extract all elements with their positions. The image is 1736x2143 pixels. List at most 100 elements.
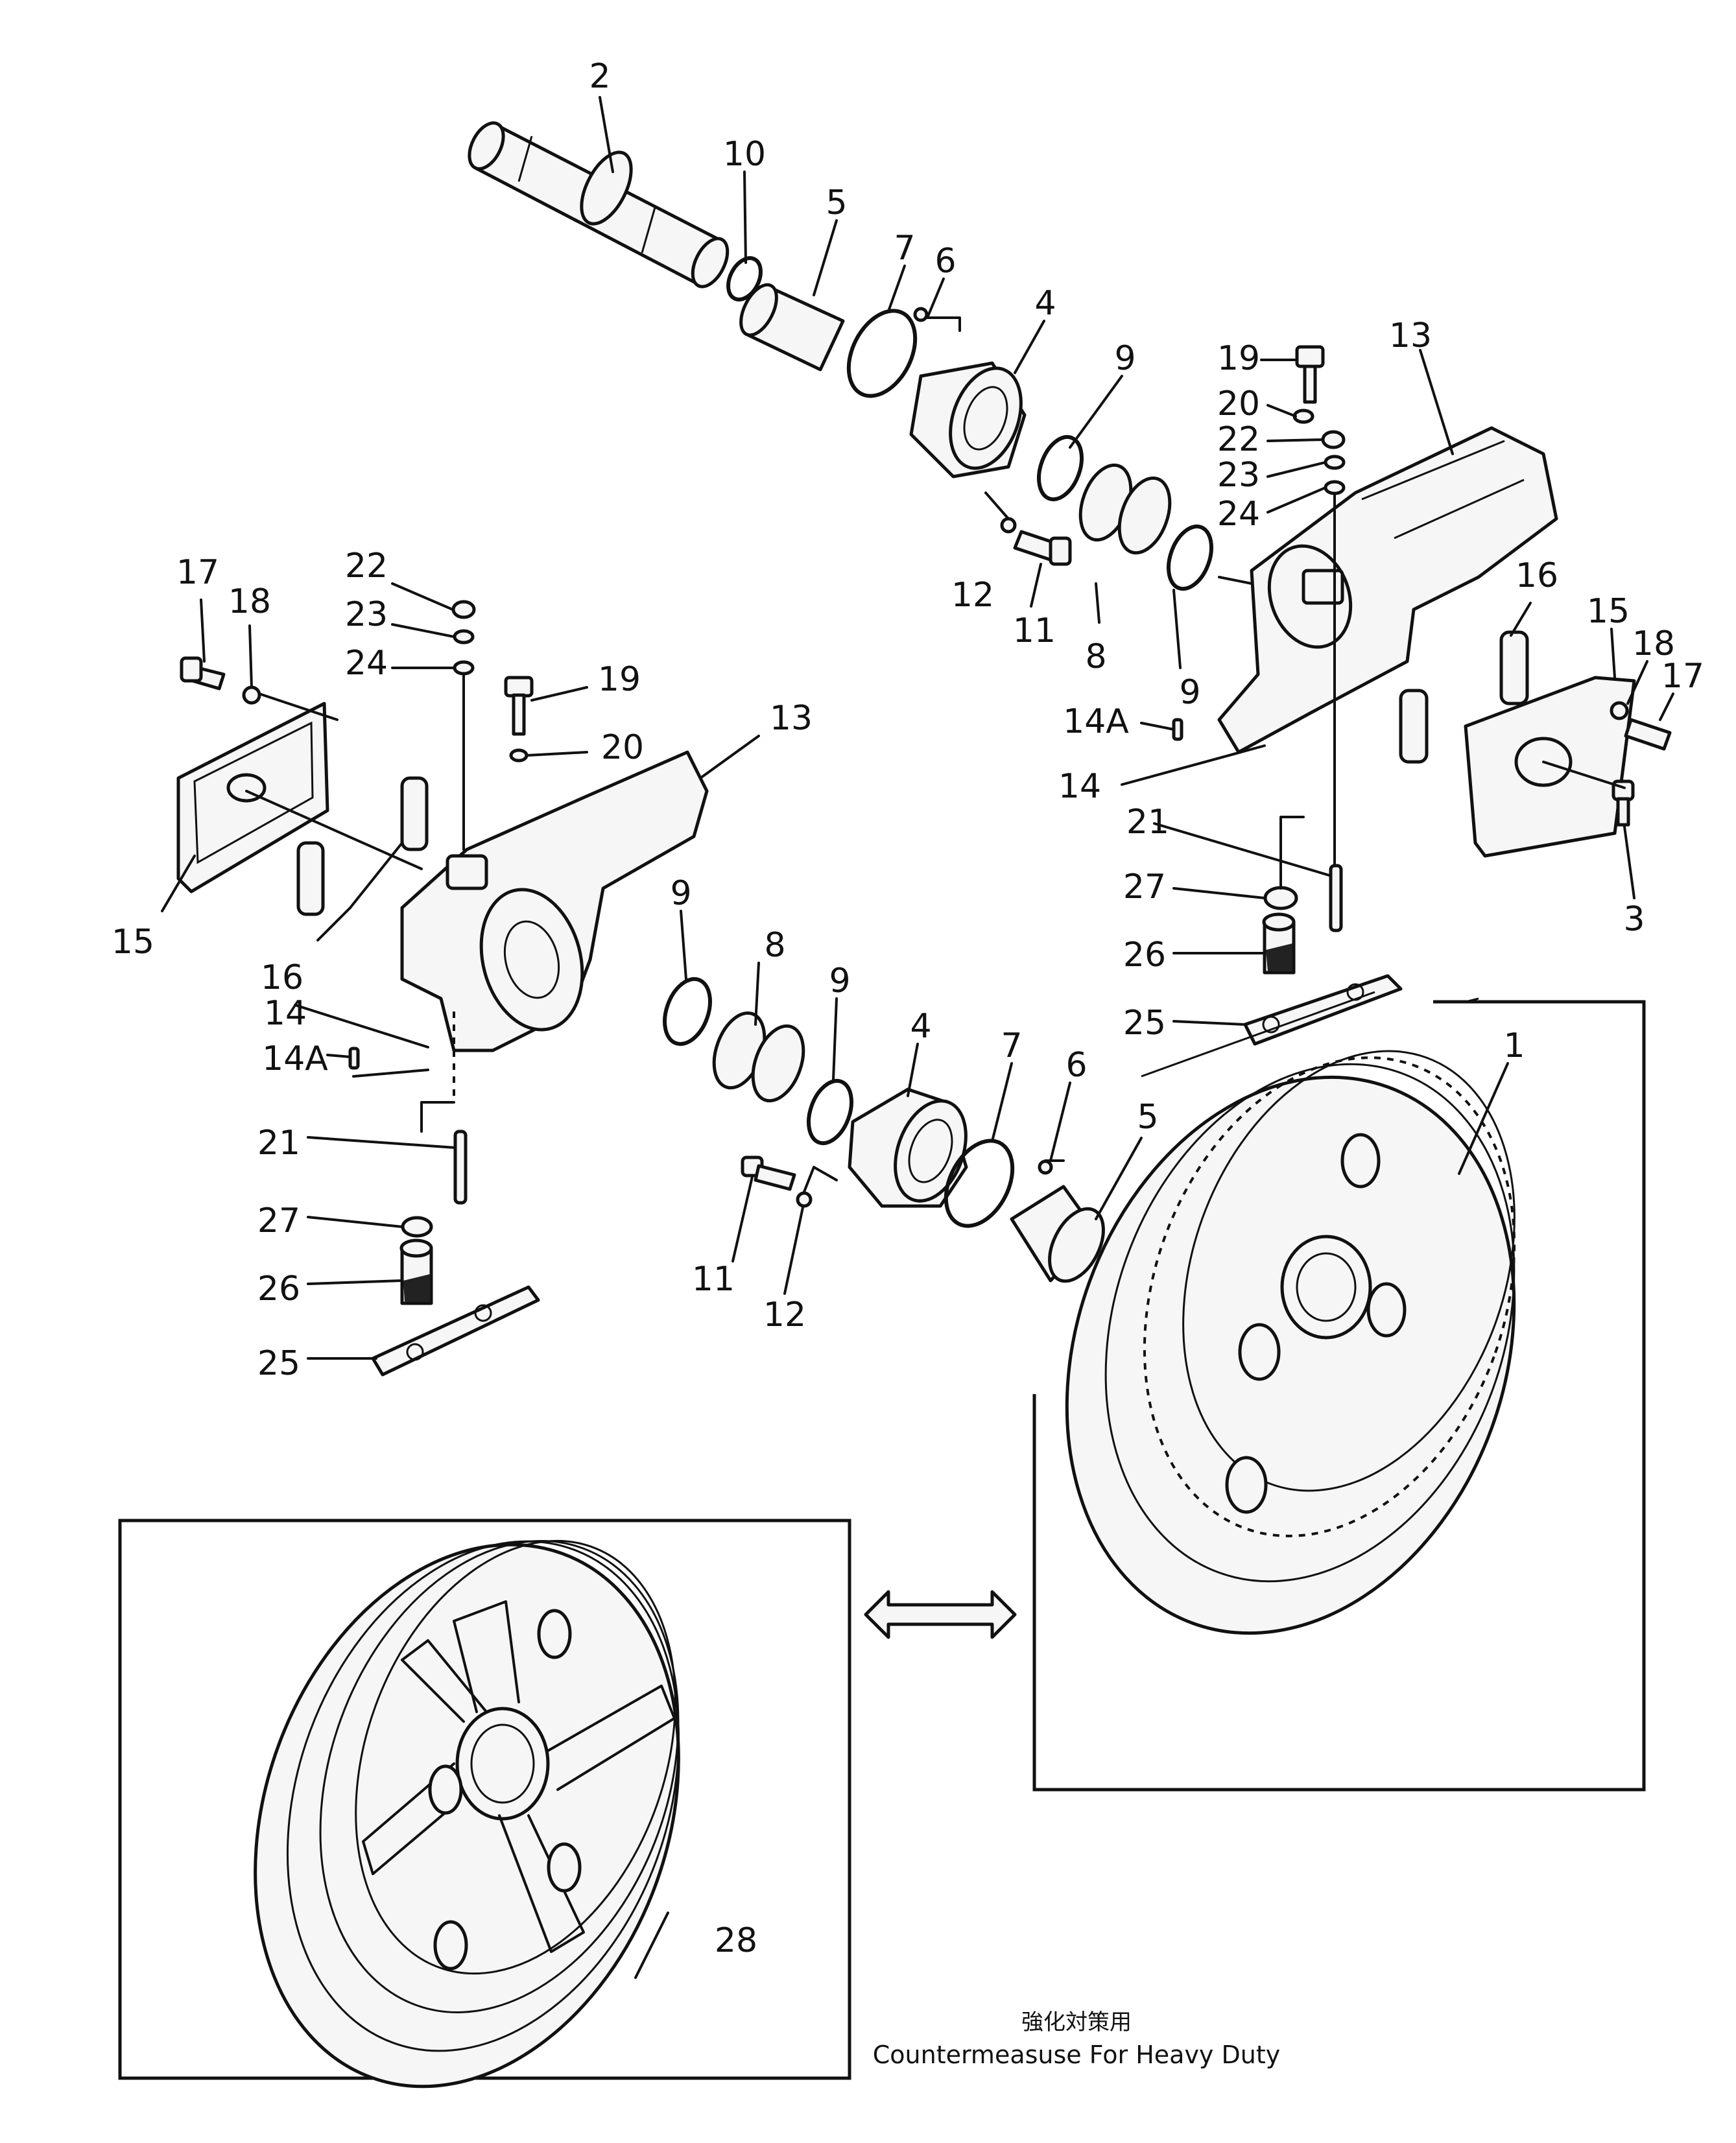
- support-right-part: [1217, 426, 1558, 754]
- idler-standard-part: [1065, 991, 1516, 1635]
- pin-part: [913, 307, 929, 322]
- callout-19: 19: [598, 660, 641, 699]
- callout-16: 16: [261, 958, 303, 997]
- callout-14: 14: [1058, 767, 1101, 806]
- plate-part: [371, 1285, 540, 1377]
- bolt-part: [741, 1155, 796, 1191]
- callout-12: 12: [763, 1296, 806, 1334]
- callout-11: 11: [1013, 611, 1056, 650]
- callout-labels: 2 10 5 7 6 4 9 12 11 8 9 19 20 22 23 24 …: [112, 57, 1704, 1960]
- floating-seal-part: [1078, 463, 1172, 555]
- washer-part: [453, 660, 475, 676]
- washer-part: [1324, 480, 1346, 495]
- callout-9: 9: [1179, 673, 1200, 712]
- callout-25: 25: [257, 1344, 300, 1383]
- guard-plate-right-part: [1464, 676, 1636, 858]
- nut-part: [451, 600, 476, 619]
- nut-part: [1321, 430, 1346, 449]
- callout-6: 6: [1065, 1046, 1087, 1085]
- callout-24: 24: [1217, 495, 1260, 534]
- callout-15: 15: [112, 923, 154, 962]
- callout-5: 5: [826, 184, 847, 222]
- washer-part: [509, 748, 529, 763]
- o-ring-part: [1037, 434, 1084, 502]
- callout-13: 13: [770, 699, 813, 738]
- seal-group-part: [909, 361, 1027, 479]
- o-ring-part: [944, 1139, 1015, 1228]
- callout-17: 17: [1661, 657, 1704, 696]
- bolt-part: [1013, 530, 1072, 566]
- callout-24: 24: [345, 644, 388, 683]
- callout-14A: 14A: [1063, 702, 1129, 741]
- callout-8: 8: [1085, 637, 1106, 676]
- callout-5: 5: [1137, 1098, 1158, 1137]
- callout-22: 22: [1217, 420, 1260, 459]
- pin-part: [1038, 1159, 1053, 1175]
- washer-part: [242, 685, 261, 705]
- callout-3: 3: [1623, 900, 1645, 939]
- floating-seal-part: [712, 1011, 805, 1103]
- o-ring-part: [1167, 524, 1213, 591]
- callout-15: 15: [1587, 592, 1630, 631]
- callout-7: 7: [894, 229, 915, 268]
- bolt-part: [504, 676, 534, 736]
- washer-part: [401, 1216, 433, 1238]
- callout-17: 17: [176, 553, 219, 592]
- callout-2: 2: [589, 57, 610, 96]
- callout-6: 6: [934, 242, 956, 281]
- callout-28: 28: [715, 1921, 757, 1960]
- seal-group-part: [848, 1087, 968, 1208]
- callout-20: 20: [1217, 385, 1260, 423]
- callout-1: 1: [1503, 1026, 1525, 1065]
- pin-part: [1329, 864, 1343, 932]
- callout-21: 21: [1126, 803, 1169, 842]
- double-headed-arrow-icon: [864, 1590, 1017, 1639]
- callout-14: 14: [264, 994, 307, 1033]
- bolt-part: [1295, 345, 1325, 404]
- callout-9: 9: [670, 874, 691, 913]
- callout-16: 16: [1516, 556, 1558, 595]
- shim-part: [296, 776, 429, 916]
- washer-part: [1610, 701, 1629, 720]
- idler-frame: [1032, 1000, 1646, 1792]
- callout-10: 10: [723, 135, 766, 174]
- caption-english: Countermeasuse For Heavy Duty: [873, 2041, 1280, 2069]
- callout-11: 11: [692, 1260, 735, 1299]
- callout-18: 18: [228, 582, 271, 621]
- caption-japanese: 強化対策用: [1021, 2009, 1132, 2035]
- leader-lines: [161, 96, 1674, 1979]
- collar-part: [1262, 912, 1296, 975]
- callout-23: 23: [345, 595, 388, 634]
- callout-19: 19: [1217, 339, 1260, 378]
- o-ring-part: [807, 1078, 853, 1146]
- support-left-part: [400, 750, 709, 1096]
- washer-part: [1292, 408, 1314, 424]
- shaft-part: [468, 121, 730, 289]
- callout-4: 4: [910, 1007, 931, 1046]
- callout-27: 27: [257, 1202, 300, 1240]
- washer-part: [1263, 886, 1298, 910]
- o-ring-part: [726, 256, 763, 302]
- idler-heavy-duty-part: [254, 1539, 680, 2089]
- o-ring-part: [663, 977, 712, 1047]
- callout-14A: 14A: [262, 1039, 328, 1078]
- callout-9: 9: [829, 962, 850, 1000]
- callout-23: 23: [1217, 456, 1260, 495]
- callout-9: 9: [1114, 339, 1136, 378]
- callout-25: 25: [1123, 1004, 1166, 1043]
- o-ring-part: [846, 309, 918, 398]
- heavy-duty-frame: [118, 1519, 851, 2080]
- callout-27: 27: [1123, 868, 1166, 906]
- pin-part: [348, 1047, 360, 1070]
- callout-4: 4: [1034, 284, 1056, 323]
- callout-12: 12: [951, 576, 994, 615]
- bolt-part: [180, 656, 226, 691]
- collar-part: [399, 1238, 433, 1305]
- callout-20: 20: [601, 728, 644, 767]
- spring-washer-part: [453, 629, 475, 645]
- pin-part: [453, 1130, 468, 1205]
- callout-13: 13: [1389, 316, 1432, 355]
- washer-part: [1000, 517, 1017, 534]
- callout-22: 22: [345, 547, 388, 586]
